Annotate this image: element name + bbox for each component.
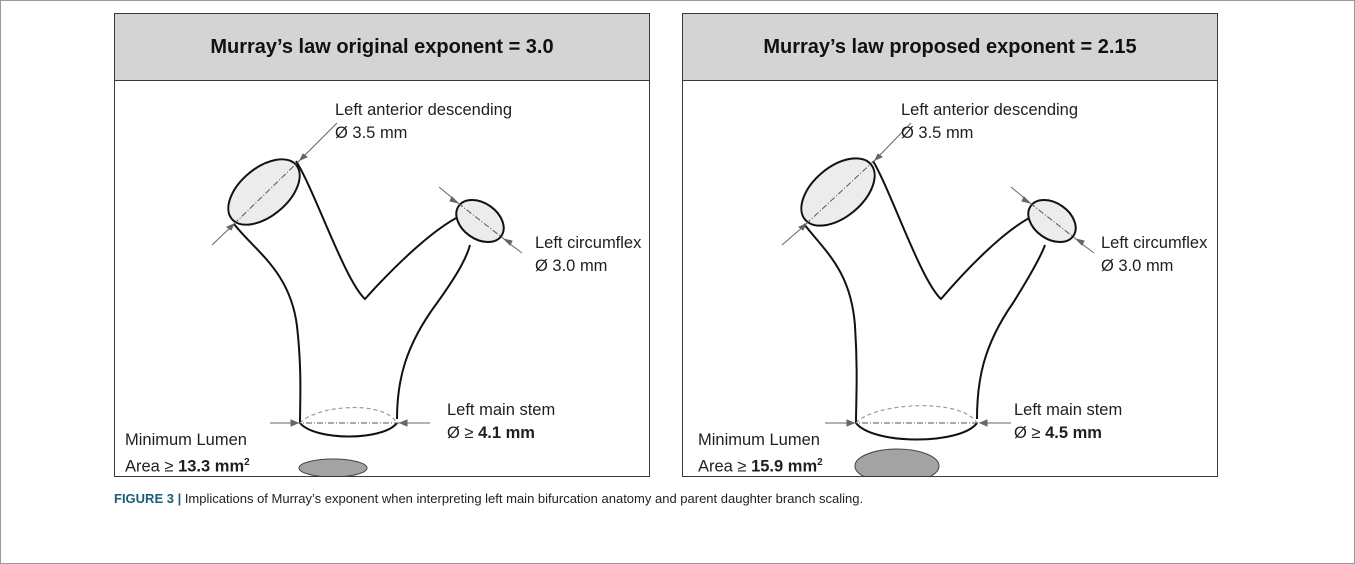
panel-title: Murray’s law original exponent = 3.0: [115, 14, 649, 81]
mla-area-label: Area ≥ 13.3 mm2: [125, 452, 250, 478]
mla-label: Minimum Lumen: [125, 429, 247, 451]
lms-dashed-arc: [856, 406, 977, 423]
lcx-diameter-label: Ø 3.0 mm: [1101, 255, 1173, 277]
caption-text: Implications of Murray’s exponent when i…: [181, 491, 863, 506]
figure-caption: FIGURE 3 | Implications of Murray’s expo…: [114, 491, 863, 506]
lcx-name-label: Left circumflex: [535, 232, 641, 254]
lad-diameter-label: Ø 3.5 mm: [901, 122, 973, 144]
panel-proposed-exponent: Murray’s law proposed exponent = 2.15 Le…: [682, 13, 1218, 477]
lms-dashed-arc: [300, 408, 397, 423]
lms-bottom-arc: [300, 423, 397, 437]
vessel-outline: [234, 224, 300, 423]
lad-name-label: Left anterior descending: [901, 99, 1078, 121]
vessel-outline: [873, 161, 1033, 299]
minimum-lumen-area-ellipse: [855, 449, 939, 476]
vessel-outline: [296, 161, 460, 299]
vessel-outline: [397, 245, 470, 419]
figure-label: FIGURE 3 |: [114, 491, 181, 506]
lms-diameter-label: Ø ≥ 4.1 mm: [447, 422, 535, 444]
lms-name-label: Left main stem: [1014, 399, 1122, 421]
lcx-cap: [448, 191, 511, 250]
lcx-diameter-label: Ø 3.0 mm: [535, 255, 607, 277]
lad-name-label: Left anterior descending: [335, 99, 512, 121]
lcx-cap: [1020, 191, 1083, 250]
panel-title: Murray’s law proposed exponent = 2.15: [683, 14, 1217, 81]
minimum-lumen-area-ellipse: [299, 459, 367, 476]
mla-area-label: Area ≥ 15.9 mm2: [698, 452, 823, 478]
lms-bottom-arc: [856, 423, 977, 440]
lad-diameter-label: Ø 3.5 mm: [335, 122, 407, 144]
lms-diameter-label: Ø ≥ 4.5 mm: [1014, 422, 1102, 444]
lcx-name-label: Left circumflex: [1101, 232, 1207, 254]
panel-original-exponent: Murray’s law original exponent = 3.0: [114, 13, 650, 477]
mla-label: Minimum Lumen: [698, 429, 820, 451]
vessel-outline: [804, 224, 857, 423]
vessel-outline: [977, 245, 1045, 419]
lms-name-label: Left main stem: [447, 399, 555, 421]
lad-cap: [216, 147, 311, 238]
